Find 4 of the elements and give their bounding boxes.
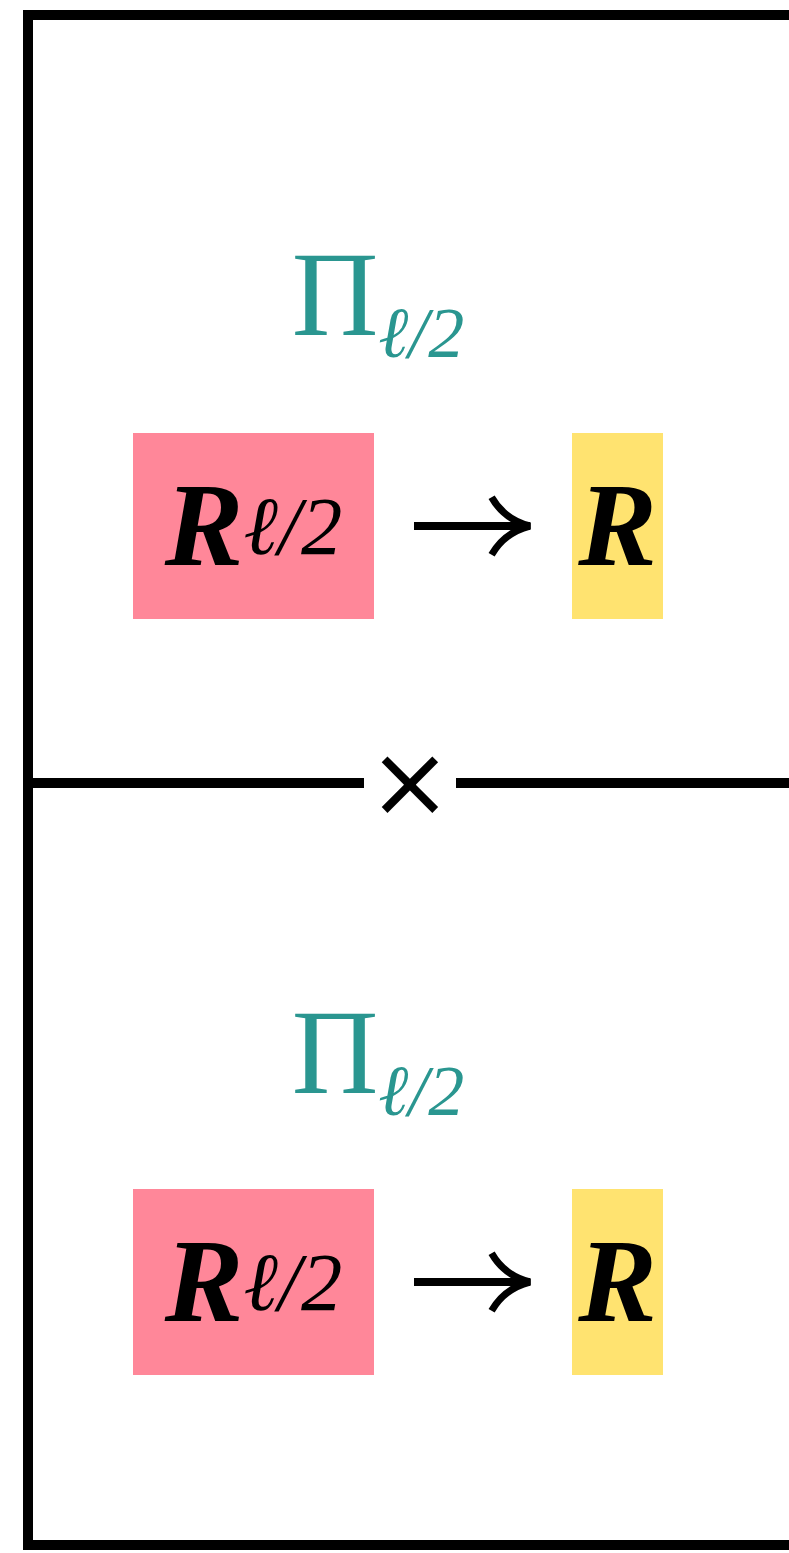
- panel-heading: Π$_{ℓ/2}$: [290, 235, 466, 369]
- math-term: R: [572, 433, 663, 619]
- math-term: R: [572, 1189, 663, 1375]
- panel-heading: Π$_{ℓ/2}$: [290, 993, 466, 1127]
